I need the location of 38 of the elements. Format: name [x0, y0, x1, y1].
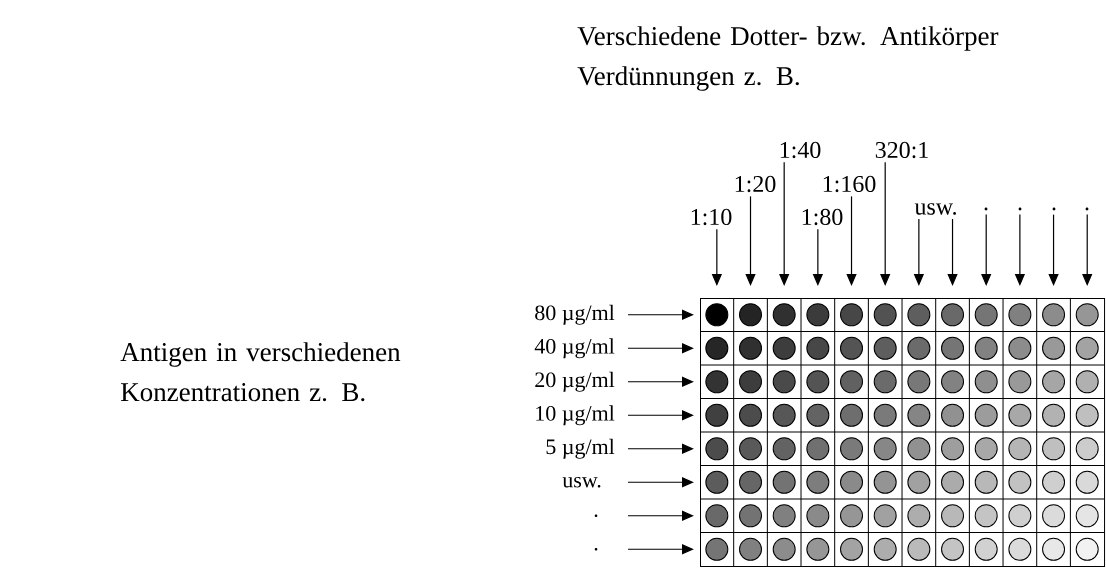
- arrow: [745, 195, 756, 286]
- arrow: [627, 343, 694, 354]
- heading-text: Verschiedene Dotter- bzw. Antikörper Verdünnungen z. B.: [577, 26, 999, 91]
- dilution-label: 1:40: [780, 141, 821, 159]
- dilution-label: 320:1: [875, 141, 928, 159]
- dilution-label: 1:160: [823, 175, 876, 193]
- arrow: [627, 443, 694, 454]
- concentration-label: 20 µg/ml: [535, 371, 615, 392]
- concentration-label: .: [594, 547, 598, 551]
- concentration-label: .: [594, 514, 598, 518]
- dilution-label: usw.: [914, 203, 956, 215]
- arrow: [880, 161, 891, 286]
- dilution-label: 1:10: [691, 208, 732, 226]
- dilution-label: .: [984, 207, 988, 211]
- heading-text: Antigen in verschiedenen Konzentrationen z. B.: [120, 342, 401, 402]
- arrow: [947, 218, 958, 286]
- dilution-label: 1:20: [735, 175, 776, 193]
- dilution-label: .: [1018, 207, 1022, 211]
- arrow: [627, 510, 694, 521]
- concentration-label: 40 µg/ml: [534, 338, 615, 359]
- concentration-label: 10 µg/ml: [536, 405, 615, 426]
- concentration-label: 80 µg/ml: [535, 304, 615, 325]
- arrow: [627, 376, 694, 387]
- arrow: [627, 544, 694, 555]
- dilution-label: .: [1052, 207, 1056, 211]
- arrow: [981, 214, 992, 286]
- concentration-label: usw.: [562, 476, 601, 488]
- well-plate-drawing: [699, 297, 1106, 567]
- arrow: [779, 161, 790, 286]
- dilution-label: .: [1085, 207, 1089, 211]
- concentration-label: 5 µg/ml: [546, 438, 615, 459]
- arrow: [846, 195, 857, 286]
- arrow: [627, 477, 694, 488]
- arrow: [1048, 214, 1059, 286]
- dilution-label: 1:80: [802, 208, 843, 226]
- arrow: [627, 309, 694, 320]
- arrow: [1082, 214, 1093, 286]
- arrow: [627, 410, 694, 421]
